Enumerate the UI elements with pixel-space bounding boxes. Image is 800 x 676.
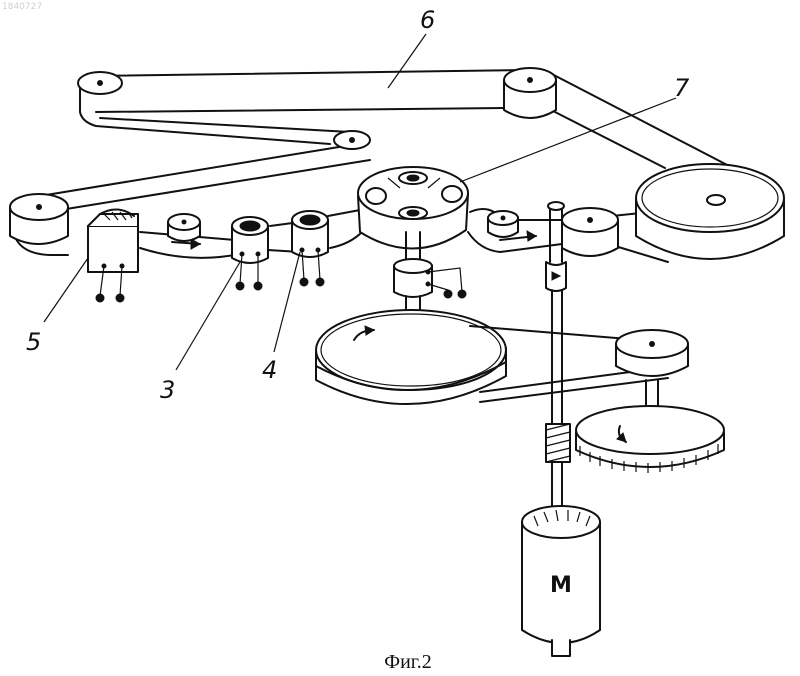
label-3: 3: [160, 376, 175, 404]
pulley-right-small: [562, 208, 618, 256]
flywheel-pulley: [316, 310, 506, 404]
motor: М: [522, 506, 600, 656]
rotating-head-drum: [358, 167, 468, 249]
pulley-top-middle: [504, 68, 556, 118]
worm-gear: [546, 424, 570, 462]
capstan-shaft: [546, 202, 566, 512]
watermark: 1840727: [2, 2, 42, 12]
label-4: 4: [262, 356, 277, 384]
pulley-large-right: [636, 164, 784, 259]
guide-roller-right: [488, 211, 518, 237]
label-7: 7: [674, 74, 690, 102]
pulley-top-left: [78, 72, 122, 94]
head-5: [88, 209, 138, 302]
head-4: [292, 211, 328, 286]
guide-roller-left: [168, 214, 200, 241]
figure-caption: Фиг.2: [384, 651, 431, 673]
head-3: [232, 217, 268, 290]
gear-wheel: [576, 406, 724, 473]
motor-label: М: [550, 573, 572, 598]
pulley-middle: [334, 131, 370, 149]
pulley-left-end: [10, 194, 68, 244]
label-6: 6: [420, 6, 435, 34]
label-5: 5: [26, 328, 41, 356]
